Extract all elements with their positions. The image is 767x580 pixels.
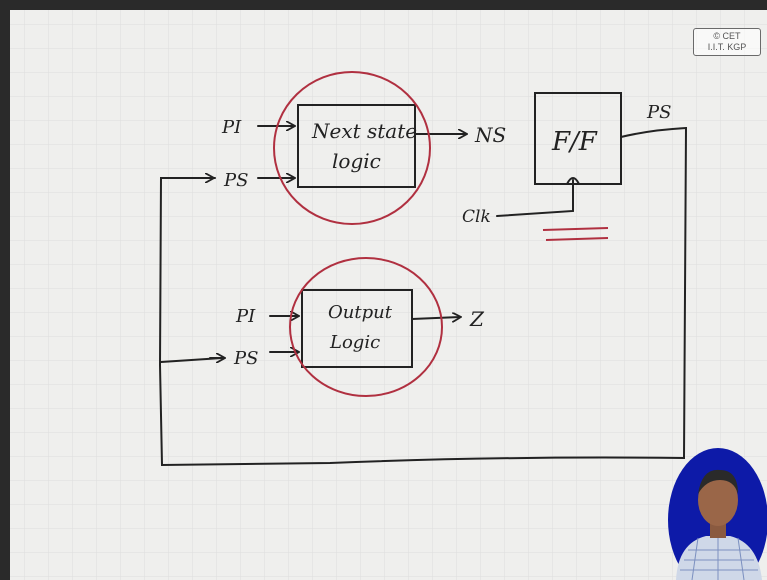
ps-top-label: PS — [223, 170, 248, 191]
logo-line1: © CET — [694, 31, 760, 42]
presenter-video-inset — [668, 438, 767, 580]
ps-bottom-label: PS — [233, 348, 258, 369]
output-logic-label-line2: Logic — [329, 332, 380, 353]
logo-line2: I.I.T. KGP — [694, 42, 760, 53]
next-state-logic-label-line2: logic — [332, 149, 381, 173]
z-output-label: Z — [469, 307, 485, 331]
pi-top-label: PI — [221, 117, 242, 138]
pi-bottom-label: PI — [235, 306, 256, 327]
ns-label: NS — [474, 123, 506, 147]
cet-iit-kgp-logo: © CET I.I.T. KGP — [693, 28, 761, 56]
clk-label: Clk — [462, 207, 491, 227]
flipflop-label: F/F — [551, 127, 598, 157]
next-state-logic-label-line1: Next state — [311, 119, 417, 143]
ps-output-label: PS — [646, 102, 671, 123]
output-logic-label-line1: Output — [328, 302, 393, 323]
